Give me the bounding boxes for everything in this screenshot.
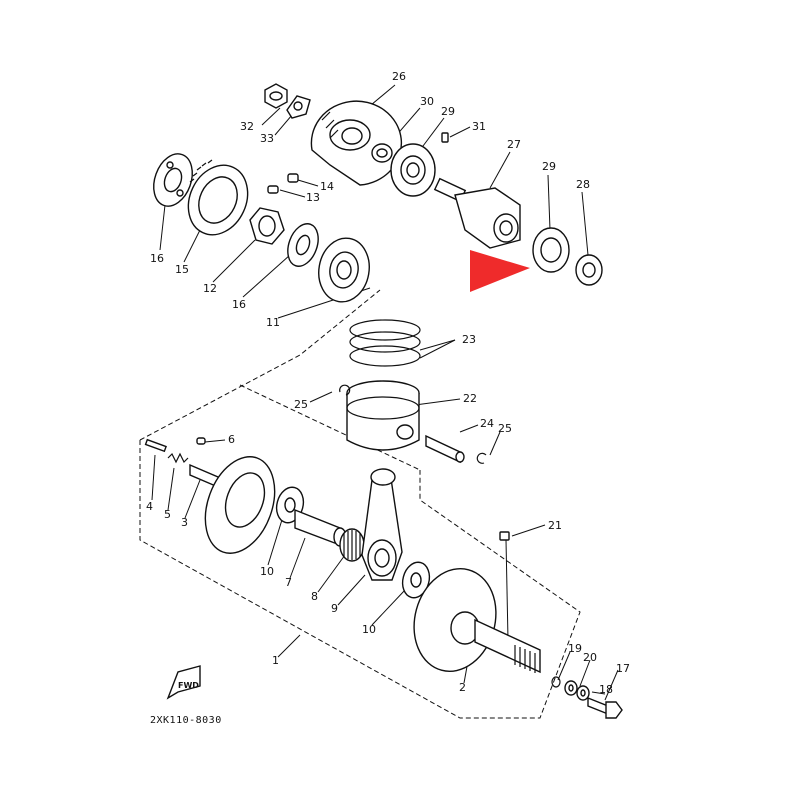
- callout-24: 24: [480, 417, 494, 430]
- circlip-part: [476, 452, 487, 464]
- hub-part: [249, 207, 285, 245]
- callout-12: 12: [203, 282, 217, 295]
- callout-4: 4: [146, 500, 153, 513]
- callout-3: 3: [181, 516, 188, 529]
- callout-14: 14: [320, 180, 334, 193]
- balancer-gear-part: [310, 100, 403, 186]
- callout-6: 6: [228, 433, 235, 446]
- callout-26: 26: [392, 70, 406, 83]
- spring-part: [267, 185, 279, 194]
- fwd-label: FWD: [178, 681, 199, 690]
- callout-29: 29: [441, 105, 455, 118]
- callout-25b: 25: [498, 422, 512, 435]
- callout-18: 18: [599, 683, 613, 696]
- callout-21: 21: [548, 519, 562, 532]
- crank-left-part: [189, 456, 276, 554]
- bolt-part: [587, 696, 623, 719]
- key-part: [441, 132, 449, 143]
- callout-15: 15: [175, 263, 189, 276]
- plate-part: [287, 223, 319, 267]
- crank-pin-part: [294, 508, 347, 547]
- callout-27: 27: [507, 138, 521, 151]
- callout-11: 11: [266, 316, 280, 329]
- bearing-part: [532, 227, 570, 273]
- collar-part: [371, 143, 393, 163]
- washer-part: [564, 680, 578, 696]
- callout-33: 33: [260, 132, 274, 145]
- crank-right-part: [413, 568, 541, 674]
- callout-31: 31: [472, 120, 486, 133]
- callout-2: 2: [459, 681, 466, 694]
- callout-23: 23: [462, 333, 476, 346]
- callout-25: 25: [294, 398, 308, 411]
- balancer-shaft-part: [433, 177, 521, 249]
- washer-part: [401, 561, 431, 599]
- nut-part: [264, 83, 288, 109]
- oil-seal-part: [575, 254, 603, 286]
- needle-bearing-part: [339, 528, 365, 562]
- piston-pin-part: [425, 434, 465, 464]
- pointer-icon: [470, 250, 530, 292]
- callout-5: 5: [164, 508, 171, 521]
- callout-labels: 26 32 33 30 29 31 27 29 28 16 15 14 13 1…: [146, 70, 630, 696]
- fwd-arrow-icon: FWD: [166, 665, 201, 700]
- callout-8: 8: [311, 590, 318, 603]
- bearing-part: [318, 237, 370, 303]
- callout-17: 17: [616, 662, 630, 675]
- callout-20: 20: [583, 651, 597, 664]
- callout-16: 16: [150, 252, 164, 265]
- washer-part: [576, 685, 590, 701]
- connecting-rod-part: [361, 468, 403, 581]
- piston-part: [346, 380, 420, 451]
- lock-washer-part: [286, 95, 311, 119]
- bearing-part: [390, 143, 436, 197]
- primary-drive-gear-part: [187, 159, 249, 236]
- woodruff-key-part: [196, 437, 206, 445]
- callout-10b: 10: [362, 623, 376, 636]
- seal-part: [551, 676, 561, 688]
- callout-9: 9: [331, 602, 338, 615]
- callout-7: 7: [285, 576, 292, 589]
- spring-part: [167, 452, 189, 464]
- pin-part: [499, 531, 510, 541]
- diagram-code: 2XK110-8030: [150, 715, 222, 726]
- callout-1: 1: [272, 654, 279, 667]
- callout-30: 30: [420, 95, 434, 108]
- callout-22: 22: [463, 392, 477, 405]
- plate-part: [153, 153, 193, 207]
- callout-28: 28: [576, 178, 590, 191]
- callout-16b: 16: [232, 298, 246, 311]
- plug-part: [144, 438, 167, 453]
- pin-part: [287, 173, 299, 183]
- callout-13: 13: [306, 191, 320, 204]
- callout-32: 32: [240, 120, 254, 133]
- circlip-part: [339, 384, 351, 396]
- callout-29b: 29: [542, 160, 556, 173]
- assembly-outline: [139, 289, 581, 719]
- piston-rings-part: [349, 319, 421, 367]
- callout-19: 19: [568, 642, 582, 655]
- callout-10: 10: [260, 565, 274, 578]
